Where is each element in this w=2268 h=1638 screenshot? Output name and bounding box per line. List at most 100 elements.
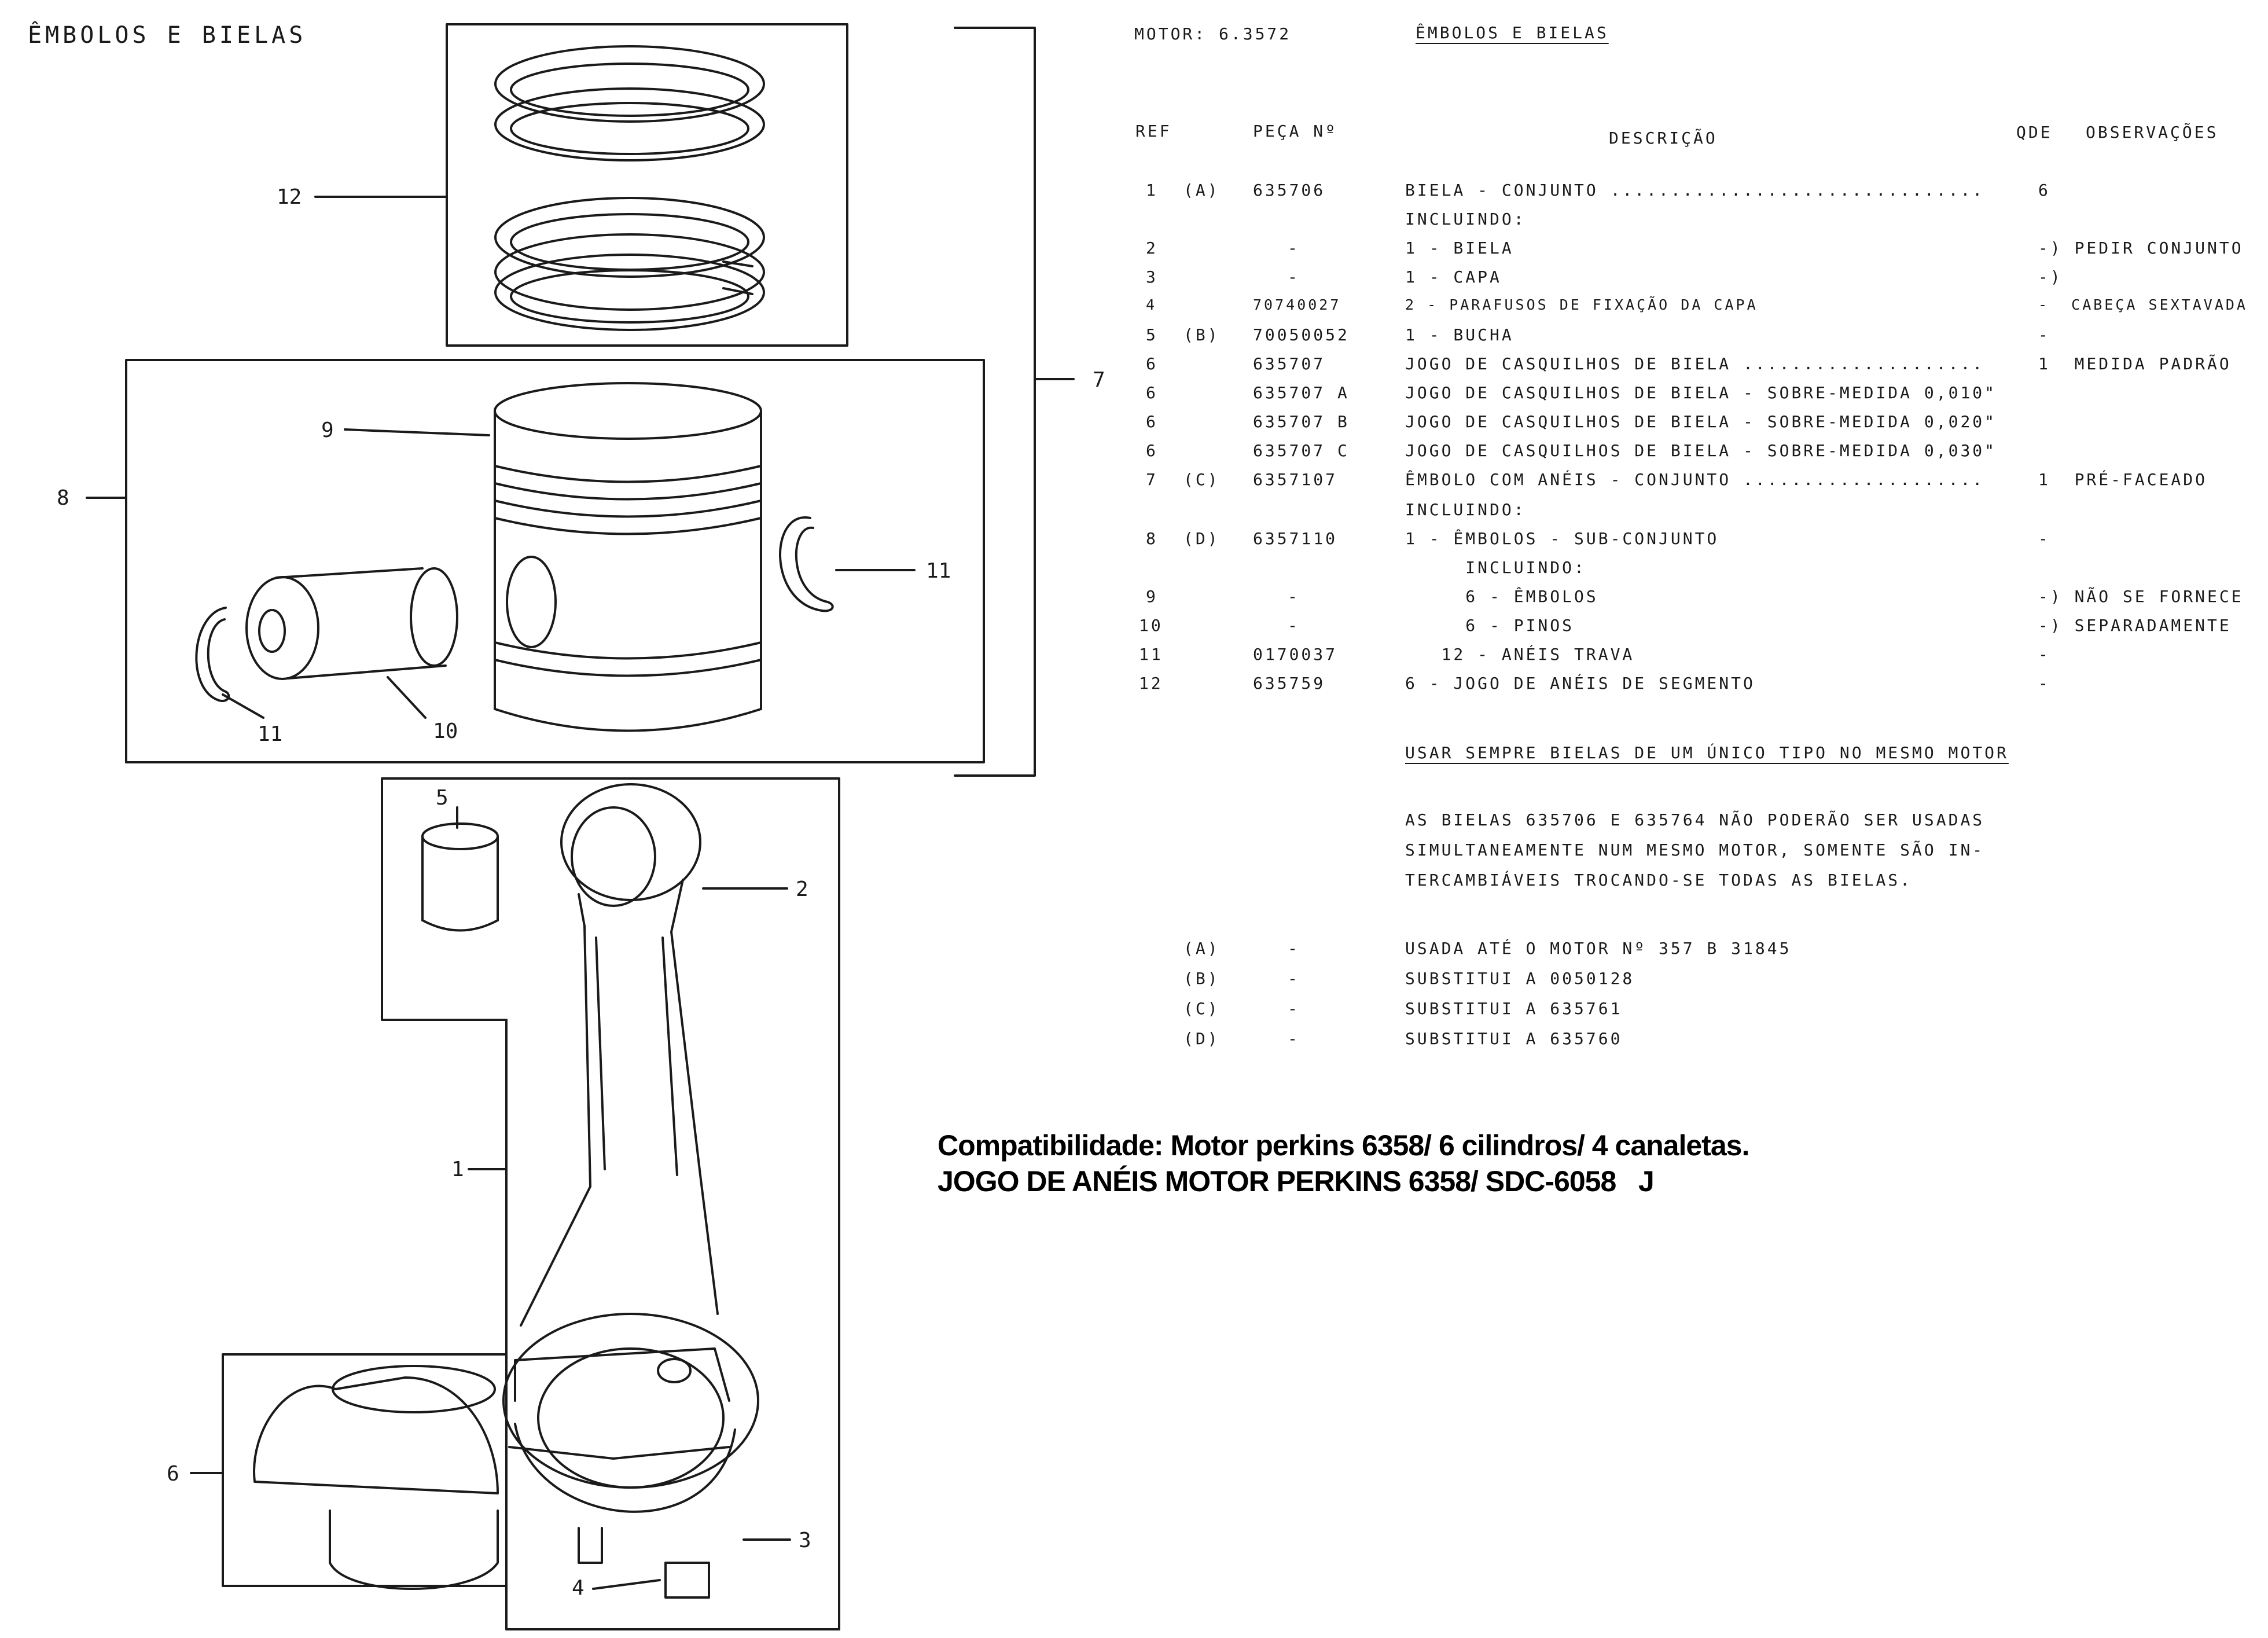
footnote-dash: - [1288, 1029, 1297, 1048]
callout-6: 6 [167, 1462, 179, 1486]
callout-11-left: 11 [258, 722, 282, 746]
callout-1: 1 [451, 1158, 464, 1181]
row-qde: 6 [2038, 181, 2050, 200]
row-obs: 1 MEDIDA PADRÃO [2038, 354, 2232, 373]
circlip-right [779, 516, 834, 612]
footnote-text: SUBSTITUI A 635760 [1405, 1029, 1623, 1048]
connecting-rod-drawing [502, 783, 759, 1489]
product-line: JOGO DE ANÉIS MOTOR PERKINS 6358/ SDC-60… [938, 1165, 1655, 1198]
row-note: (B) [1183, 325, 1220, 344]
rod-cap-drawing [508, 1423, 736, 1599]
row-ref: 6 [1146, 354, 1158, 373]
row-ref: 3 [1146, 267, 1158, 287]
header-peca: PEÇA Nº [1253, 122, 1338, 141]
paragraph-line: TERCAMBIÁVEIS TROCANDO-SE TODAS AS BIELA… [1405, 871, 1913, 890]
row-ref: 8 [1146, 529, 1158, 548]
header-ref: REF [1135, 122, 1172, 141]
row-ref: 12 [1139, 674, 1163, 693]
row-desc: 6 - PINOS [1405, 616, 1575, 635]
piston-pin-drawing [245, 567, 458, 680]
row-desc: INCLUINDO: [1405, 500, 1526, 519]
leader-10 [387, 676, 427, 719]
row-ref: 10 [1139, 616, 1163, 635]
paragraph-line: SIMULTANEAMENTE NUM MESMO MOTOR, SOMENTE… [1405, 840, 1985, 860]
callout-7: 7 [1093, 368, 1105, 392]
paragraph-line: AS BIELAS 635706 E 635764 NÃO PODERÃO SE… [1405, 810, 1985, 829]
rod-frame [381, 777, 840, 1630]
footnote-text: SUBSTITUI A 635761 [1405, 999, 1623, 1018]
row-peca: - [1288, 616, 1300, 635]
bush-drawing [421, 822, 499, 932]
row-peca: 635706 [1253, 181, 1326, 200]
row-obs: - [2038, 674, 2050, 693]
row-peca: 6357107 [1253, 470, 1338, 489]
row-ref: 11 [1139, 645, 1163, 664]
row-desc: 12 - ANÉIS TRAVA [1405, 645, 1635, 664]
footnote-dash: - [1288, 999, 1297, 1018]
callout-9: 9 [321, 418, 334, 442]
row-desc: JOGO DE CASQUILHOS DE BIELA - SOBRE-MEDI… [1405, 383, 1997, 402]
motor-label: MOTOR: 6.3572 [1134, 24, 1292, 43]
rings-frame [446, 23, 848, 347]
row-peca: 70740027 [1253, 296, 1341, 313]
row-peca: 635707 C [1253, 441, 1350, 460]
row-peca: 635707 A [1253, 383, 1350, 402]
footnote-dash: - [1288, 939, 1297, 958]
piston-frame [125, 359, 985, 763]
row-obs: 1 PRÉ-FACEADO [2038, 470, 2208, 489]
callout-2: 2 [796, 877, 808, 901]
row-ref: 5 [1146, 325, 1158, 344]
table-title: ÊMBOLOS E BIELAS [1416, 23, 1609, 42]
row-ref: 6 [1146, 412, 1158, 431]
row-ref: 1 [1146, 181, 1158, 200]
row-obs: -) [2038, 267, 2063, 287]
row-obs: -) NÃO SE FORNECE [2038, 587, 2244, 606]
row-peca: 0170037 [1253, 645, 1338, 664]
row-peca: 635707 [1253, 354, 1326, 373]
row-obs: - [2038, 645, 2050, 664]
footnote-text: SUBSTITUI A 0050128 [1405, 969, 1635, 988]
footnote-text: USADA ATÉ O MOTOR Nº 357 B 31845 [1405, 939, 1792, 958]
leader-9 [344, 428, 490, 436]
header-descricao: DESCRIÇÃO [1609, 128, 1718, 148]
row-peca: 635707 B [1253, 412, 1350, 431]
row-obs: - [2038, 529, 2050, 548]
row-peca: 6357110 [1253, 529, 1338, 548]
row-ref: 9 [1146, 587, 1158, 606]
compatibility-line: Compatibilidade: Motor perkins 6358/ 6 c… [938, 1129, 1749, 1162]
footnote-letter: (C) [1183, 999, 1220, 1018]
circlip-left [195, 607, 230, 702]
callout-5: 5 [436, 786, 449, 810]
bearing-frame [222, 1353, 508, 1587]
row-ref: 7 [1146, 470, 1158, 489]
row-note: (C) [1183, 470, 1220, 489]
row-desc: JOGO DE CASQUILHOS DE BIELA - SOBRE-MEDI… [1405, 412, 1997, 431]
row-desc: 1 - BUCHA [1405, 325, 1514, 344]
row-desc: 6 - ÊMBOLOS [1405, 587, 1598, 606]
leader-4 [592, 1579, 661, 1590]
footnote-letter: (A) [1183, 939, 1220, 958]
header-qde: QDE [2016, 123, 2053, 142]
row-desc: JOGO DE CASQUILHOS DE BIELA - SOBRE-MEDI… [1405, 441, 1997, 460]
row-peca: - [1288, 267, 1300, 287]
row-desc: 1 - BIELA [1405, 238, 1514, 258]
bracket-7 [954, 27, 1036, 777]
row-desc: INCLUINDO: [1405, 558, 1586, 577]
row-obs: - CABEÇA SEXTAVADA [2038, 296, 2248, 313]
piston-rings-drawing [494, 45, 765, 331]
row-desc: INCLUINDO: [1405, 210, 1526, 229]
row-ref: 6 [1146, 441, 1158, 460]
callout-12: 12 [277, 185, 302, 209]
usage-note: USAR SEMPRE BIELAS DE UM ÚNICO TIPO NO M… [1405, 743, 2009, 762]
row-obs: -) SEPARADAMENTE [2038, 616, 2232, 635]
row-obs: - [2038, 325, 2050, 344]
row-peca: - [1288, 238, 1300, 258]
callout-3: 3 [799, 1529, 811, 1552]
row-desc: BIELA - CONJUNTO .......................… [1405, 181, 1985, 200]
leader-11-left [222, 693, 264, 719]
callout-4: 4 [572, 1576, 585, 1600]
row-desc: 1 - ÊMBOLOS - SUB-CONJUNTO [1405, 529, 1719, 548]
footnote-dash: - [1288, 969, 1297, 988]
row-ref: 2 [1146, 238, 1158, 258]
